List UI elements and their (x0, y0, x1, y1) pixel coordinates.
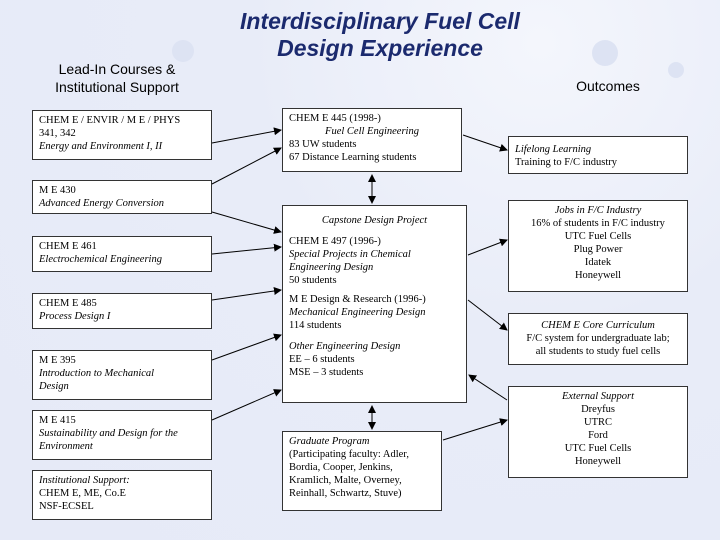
course-code: M E 415 (39, 415, 76, 426)
outcome-line: all students to study fuel cells (535, 346, 661, 357)
arrow-me395-to-capstone (211, 333, 282, 361)
list-item: Honeywell (574, 456, 622, 467)
institutional-support-box: Institutional Support: CHEM E, ME, Co.E … (32, 470, 212, 520)
course-box-me395: M E 395 Introduction to Mechanical Desig… (32, 350, 212, 400)
capstone-che497: CHEM E 497 (1996-) Special Projects in C… (289, 235, 460, 287)
course-name: Fuel Cell Engineering (325, 126, 419, 137)
decor-circle (592, 40, 618, 66)
course-name: Mechanical Engineering Design (289, 307, 426, 318)
course-name: Process Design I (39, 311, 111, 322)
course-name: Advanced Energy Conversion (39, 198, 164, 209)
arrow-me430-to-che445 (211, 147, 282, 185)
arrow-env-to-che445 (211, 127, 282, 144)
course-name: Electrochemical Engineering (39, 254, 162, 265)
outcome-title: Lifelong Learning (515, 144, 592, 155)
header-line: Lead-In Courses & (58, 61, 176, 77)
enrollment: 114 students (289, 320, 342, 331)
capstone-me-design: M E Design & Research (1996-) Mechanical… (289, 293, 460, 332)
enrollment: EE – 6 students (289, 354, 355, 365)
title-line: Design Experience (277, 35, 483, 61)
course-name: Energy and Environment I, II (39, 141, 163, 152)
course-box-energy-environment: CHEM E / ENVIR / M E / PHYS 341, 342 Ene… (32, 110, 212, 160)
page-title: Interdisciplinary Fuel Cell Design Exper… (200, 8, 560, 62)
course-box-che485: CHEM E 485 Process Design I (32, 293, 212, 329)
course-name: Introduction to Mechanical (39, 368, 155, 379)
outcome-line: 16% of students in F/C industry (531, 218, 665, 229)
list-item: UTC Fuel Cells (564, 231, 632, 242)
arrow-capstone-to-core (467, 299, 508, 331)
arrow-me430-to-capstone (211, 211, 282, 234)
course-code: M E Design & Research (1996-) (289, 294, 426, 305)
course-box-che445: CHEM E 445 (1998-) Fuel Cell Engineering… (282, 108, 462, 172)
arrow-external-to-capstone (468, 374, 508, 401)
support-heading: Institutional Support: (39, 475, 130, 486)
course-number: 341, 342 (39, 128, 76, 139)
program-line: Reinhall, Schwartz, Stuve) (289, 488, 402, 499)
arrow-graduate-to-external (442, 418, 508, 441)
outcome-core-curriculum: CHEM E Core Curriculum F/C system for un… (508, 313, 688, 365)
list-item: Honeywell (574, 270, 622, 281)
outcome-lifelong-learning: Lifelong Learning Training to F/C indust… (508, 136, 688, 174)
support-line: NSF-ECSEL (39, 501, 94, 512)
course-name: Special Projects in Chemical (289, 249, 411, 260)
right-column-header: Outcomes (576, 78, 640, 94)
left-column-header: Lead-In Courses & Institutional Support (22, 60, 212, 96)
list-item: Idatek (584, 257, 612, 268)
list-item: UTRC (583, 417, 612, 428)
outcome-title: Jobs in F/C Industry (554, 205, 642, 216)
outcome-title: CHEM E Core Curriculum (541, 320, 655, 331)
arrow-capstone-to-jobs (467, 238, 508, 256)
outcome-fc-jobs: Jobs in F/C Industry 16% of students in … (508, 200, 688, 292)
course-code: CHEM E 497 (1996-) (289, 236, 381, 247)
course-box-che461: CHEM E 461 Electrochemical Engineering (32, 236, 212, 272)
capstone-other-design: Other Engineering Design EE – 6 students… (289, 340, 460, 379)
program-line: Bordia, Cooper, Jenkins, (289, 462, 393, 473)
enrollment: 83 UW students (289, 139, 357, 150)
course-box-me430: M E 430 Advanced Energy Conversion (32, 180, 212, 214)
course-code: CHEM E 445 (1998-) (289, 113, 381, 124)
program-line: Kramlich, Malte, Overney, (289, 475, 402, 486)
course-code: M E 430 (39, 185, 76, 196)
arrow-che461-to-capstone (211, 243, 282, 255)
header-line: Institutional Support (55, 79, 179, 95)
course-code: CHEM E / ENVIR / M E / PHYS (39, 115, 181, 126)
enrollment: MSE – 3 students (289, 367, 364, 378)
support-line: CHEM E, ME, Co.E (39, 488, 126, 499)
graduate-program-box: Graduate Program (Participating faculty:… (282, 431, 442, 511)
outcome-title: External Support (561, 391, 635, 402)
arrow-me415-to-capstone (211, 389, 282, 421)
program-line: (Participating faculty: Adler, (289, 449, 410, 460)
list-item: Plug Power (573, 244, 623, 255)
course-code: M E 395 (39, 355, 76, 366)
course-name: Environment (39, 441, 93, 452)
course-name: Design (39, 381, 69, 392)
list-item: UTC Fuel Cells (564, 443, 632, 454)
course-name: Other Engineering Design (289, 341, 401, 352)
enrollment: 50 students (289, 275, 337, 286)
outcome-line: Training to F/C industry (515, 157, 618, 168)
title-line: Interdisciplinary Fuel Cell (240, 8, 520, 34)
course-code: CHEM E 485 (39, 298, 97, 309)
enrollment: 67 Distance Learning students (289, 152, 417, 163)
course-name: Engineering Design (289, 262, 374, 273)
outcome-line: F/C system for undergraduate lab; (526, 333, 670, 344)
course-code: CHEM E 461 (39, 241, 97, 252)
program-name: Graduate Program (289, 436, 370, 447)
course-name: Sustainability and Design for the (39, 428, 178, 439)
arrow-che485-to-capstone (211, 287, 282, 301)
decor-circle (668, 62, 684, 78)
list-item: Ford (588, 430, 608, 441)
decor-circle (172, 40, 194, 62)
list-item: Dreyfus (581, 404, 615, 415)
capstone-header: Capstone Design Project (321, 215, 428, 226)
capstone-design-box: Capstone Design Project CHEM E 497 (1996… (282, 205, 467, 403)
arrow-che445-to-lifelong (462, 134, 508, 152)
outcome-external-support: External Support Dreyfus UTRC Ford UTC F… (508, 386, 688, 478)
course-box-me415: M E 415 Sustainability and Design for th… (32, 410, 212, 460)
